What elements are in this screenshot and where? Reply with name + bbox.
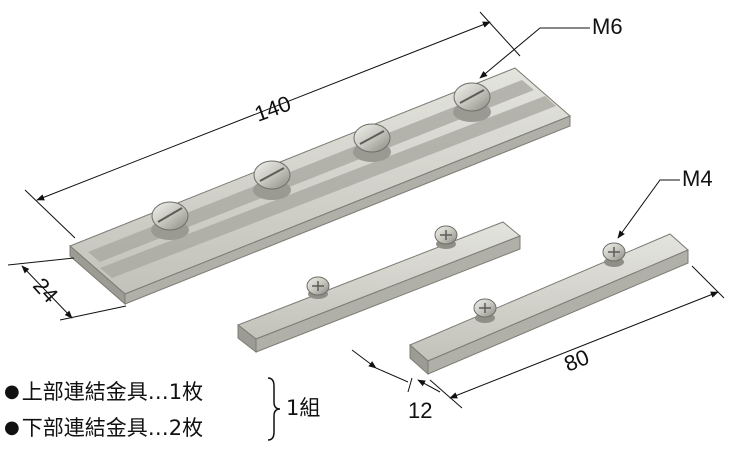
m4-screw-2 bbox=[434, 225, 458, 249]
m6-label: M6 bbox=[592, 14, 623, 39]
bullet-icon: ● bbox=[4, 380, 20, 402]
legend-lower-text: 下部連結金具…2枚 bbox=[21, 416, 204, 440]
parts-legend: ● 上部連結金具…1枚 ● 下部連結金具…2枚 1組 bbox=[4, 372, 344, 448]
legend-upper-text: 上部連結金具…1枚 bbox=[21, 380, 204, 404]
m4-leader bbox=[617, 179, 680, 239]
bullet-icon: ● bbox=[4, 416, 20, 438]
m6-screw-2 bbox=[253, 160, 291, 200]
dimension-12-label: 12 bbox=[408, 398, 432, 423]
m6-screw-4 bbox=[453, 82, 491, 122]
m6-leader bbox=[479, 27, 590, 79]
m4-screw-1 bbox=[306, 276, 330, 299]
dimension-80-label: 80 bbox=[561, 344, 593, 376]
lower-connector-rail-1 bbox=[236, 221, 521, 354]
set-label: 1組 bbox=[286, 396, 321, 420]
brace-icon bbox=[267, 377, 281, 441]
dimension-24 bbox=[7, 257, 127, 321]
m6-screw-3 bbox=[353, 123, 391, 162]
m4-screw-3 bbox=[473, 298, 497, 323]
dimension-140-label: 140 bbox=[251, 91, 294, 127]
m4-label: M4 bbox=[682, 166, 713, 191]
dimension-140 bbox=[24, 11, 521, 239]
legend-lower-item: ● 下部連結金具…2枚 bbox=[4, 410, 203, 444]
m6-screw-1 bbox=[151, 201, 189, 240]
legend-upper-item: ● 上部連結金具…1枚 bbox=[4, 374, 203, 408]
upper-connector-rail bbox=[69, 67, 571, 306]
dimension-80 bbox=[429, 265, 725, 409]
dimension-12 bbox=[351, 349, 441, 393]
m4-screw-4 bbox=[602, 242, 626, 267]
